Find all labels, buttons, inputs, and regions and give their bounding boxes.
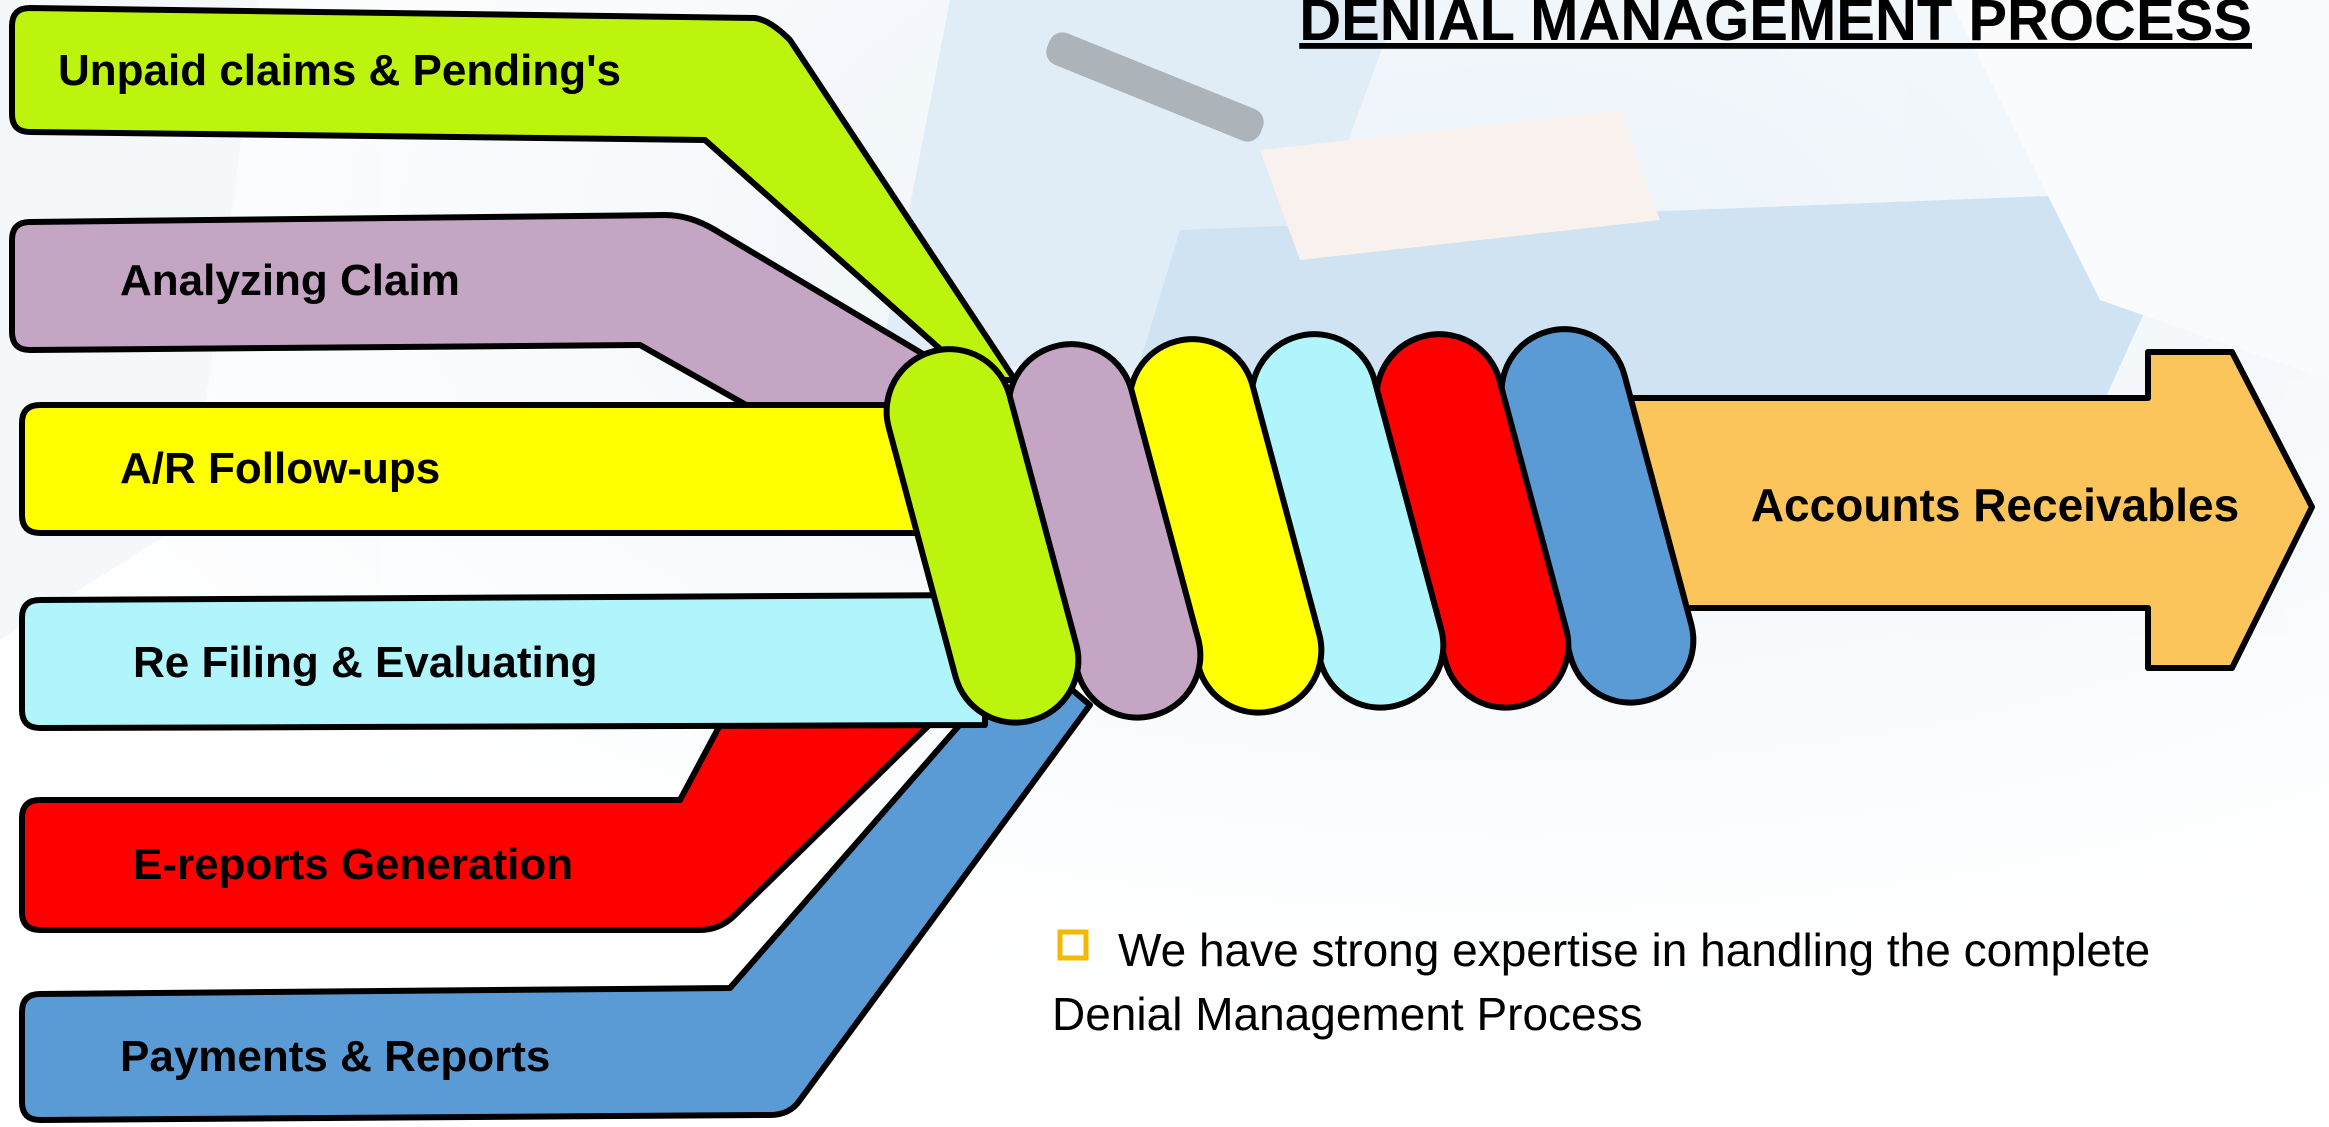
band-shape-ar-follow-ups xyxy=(19,402,988,536)
band-shape-re-filing xyxy=(19,592,988,731)
band-labels: Unpaid claims & Pending's Analyzing Clai… xyxy=(58,46,621,1081)
hollow-square-bullet-icon xyxy=(1057,929,1089,961)
band-shape-analyzing-claim xyxy=(9,212,978,433)
note-block: We have strong expertise in handling the… xyxy=(1052,924,2150,1040)
band-shape-unpaid-claims xyxy=(9,5,1018,383)
band-label-re-filing: Re Filing & Evaluating xyxy=(133,638,598,687)
band-label-unpaid-claims: Unpaid claims & Pending's xyxy=(58,46,621,95)
accounts-receivables-label: Accounts Receivables xyxy=(1751,479,2239,531)
coil-pill-green xyxy=(883,346,1082,726)
note-line-2: Denial Management Process xyxy=(1052,988,1643,1040)
band-shape-payments-reports xyxy=(19,647,1093,1123)
band-label-e-reports: E-reports Generation xyxy=(133,840,573,889)
accounts-receivables-arrow: Accounts Receivables xyxy=(1577,349,2315,671)
note-line-1: We have strong expertise in handling the… xyxy=(1118,924,2150,976)
input-bands xyxy=(9,5,1093,1123)
coil xyxy=(883,326,1697,726)
page-title: DENIAL MANAGEMENT PROCESS xyxy=(1299,0,2252,53)
band-label-ar-follow-ups: A/R Follow-ups xyxy=(120,444,440,493)
band-label-payments-reports: Payments & Reports xyxy=(120,1032,550,1081)
band-label-analyzing-claim: Analyzing Claim xyxy=(120,256,460,305)
arrow-shape xyxy=(1577,349,2315,671)
